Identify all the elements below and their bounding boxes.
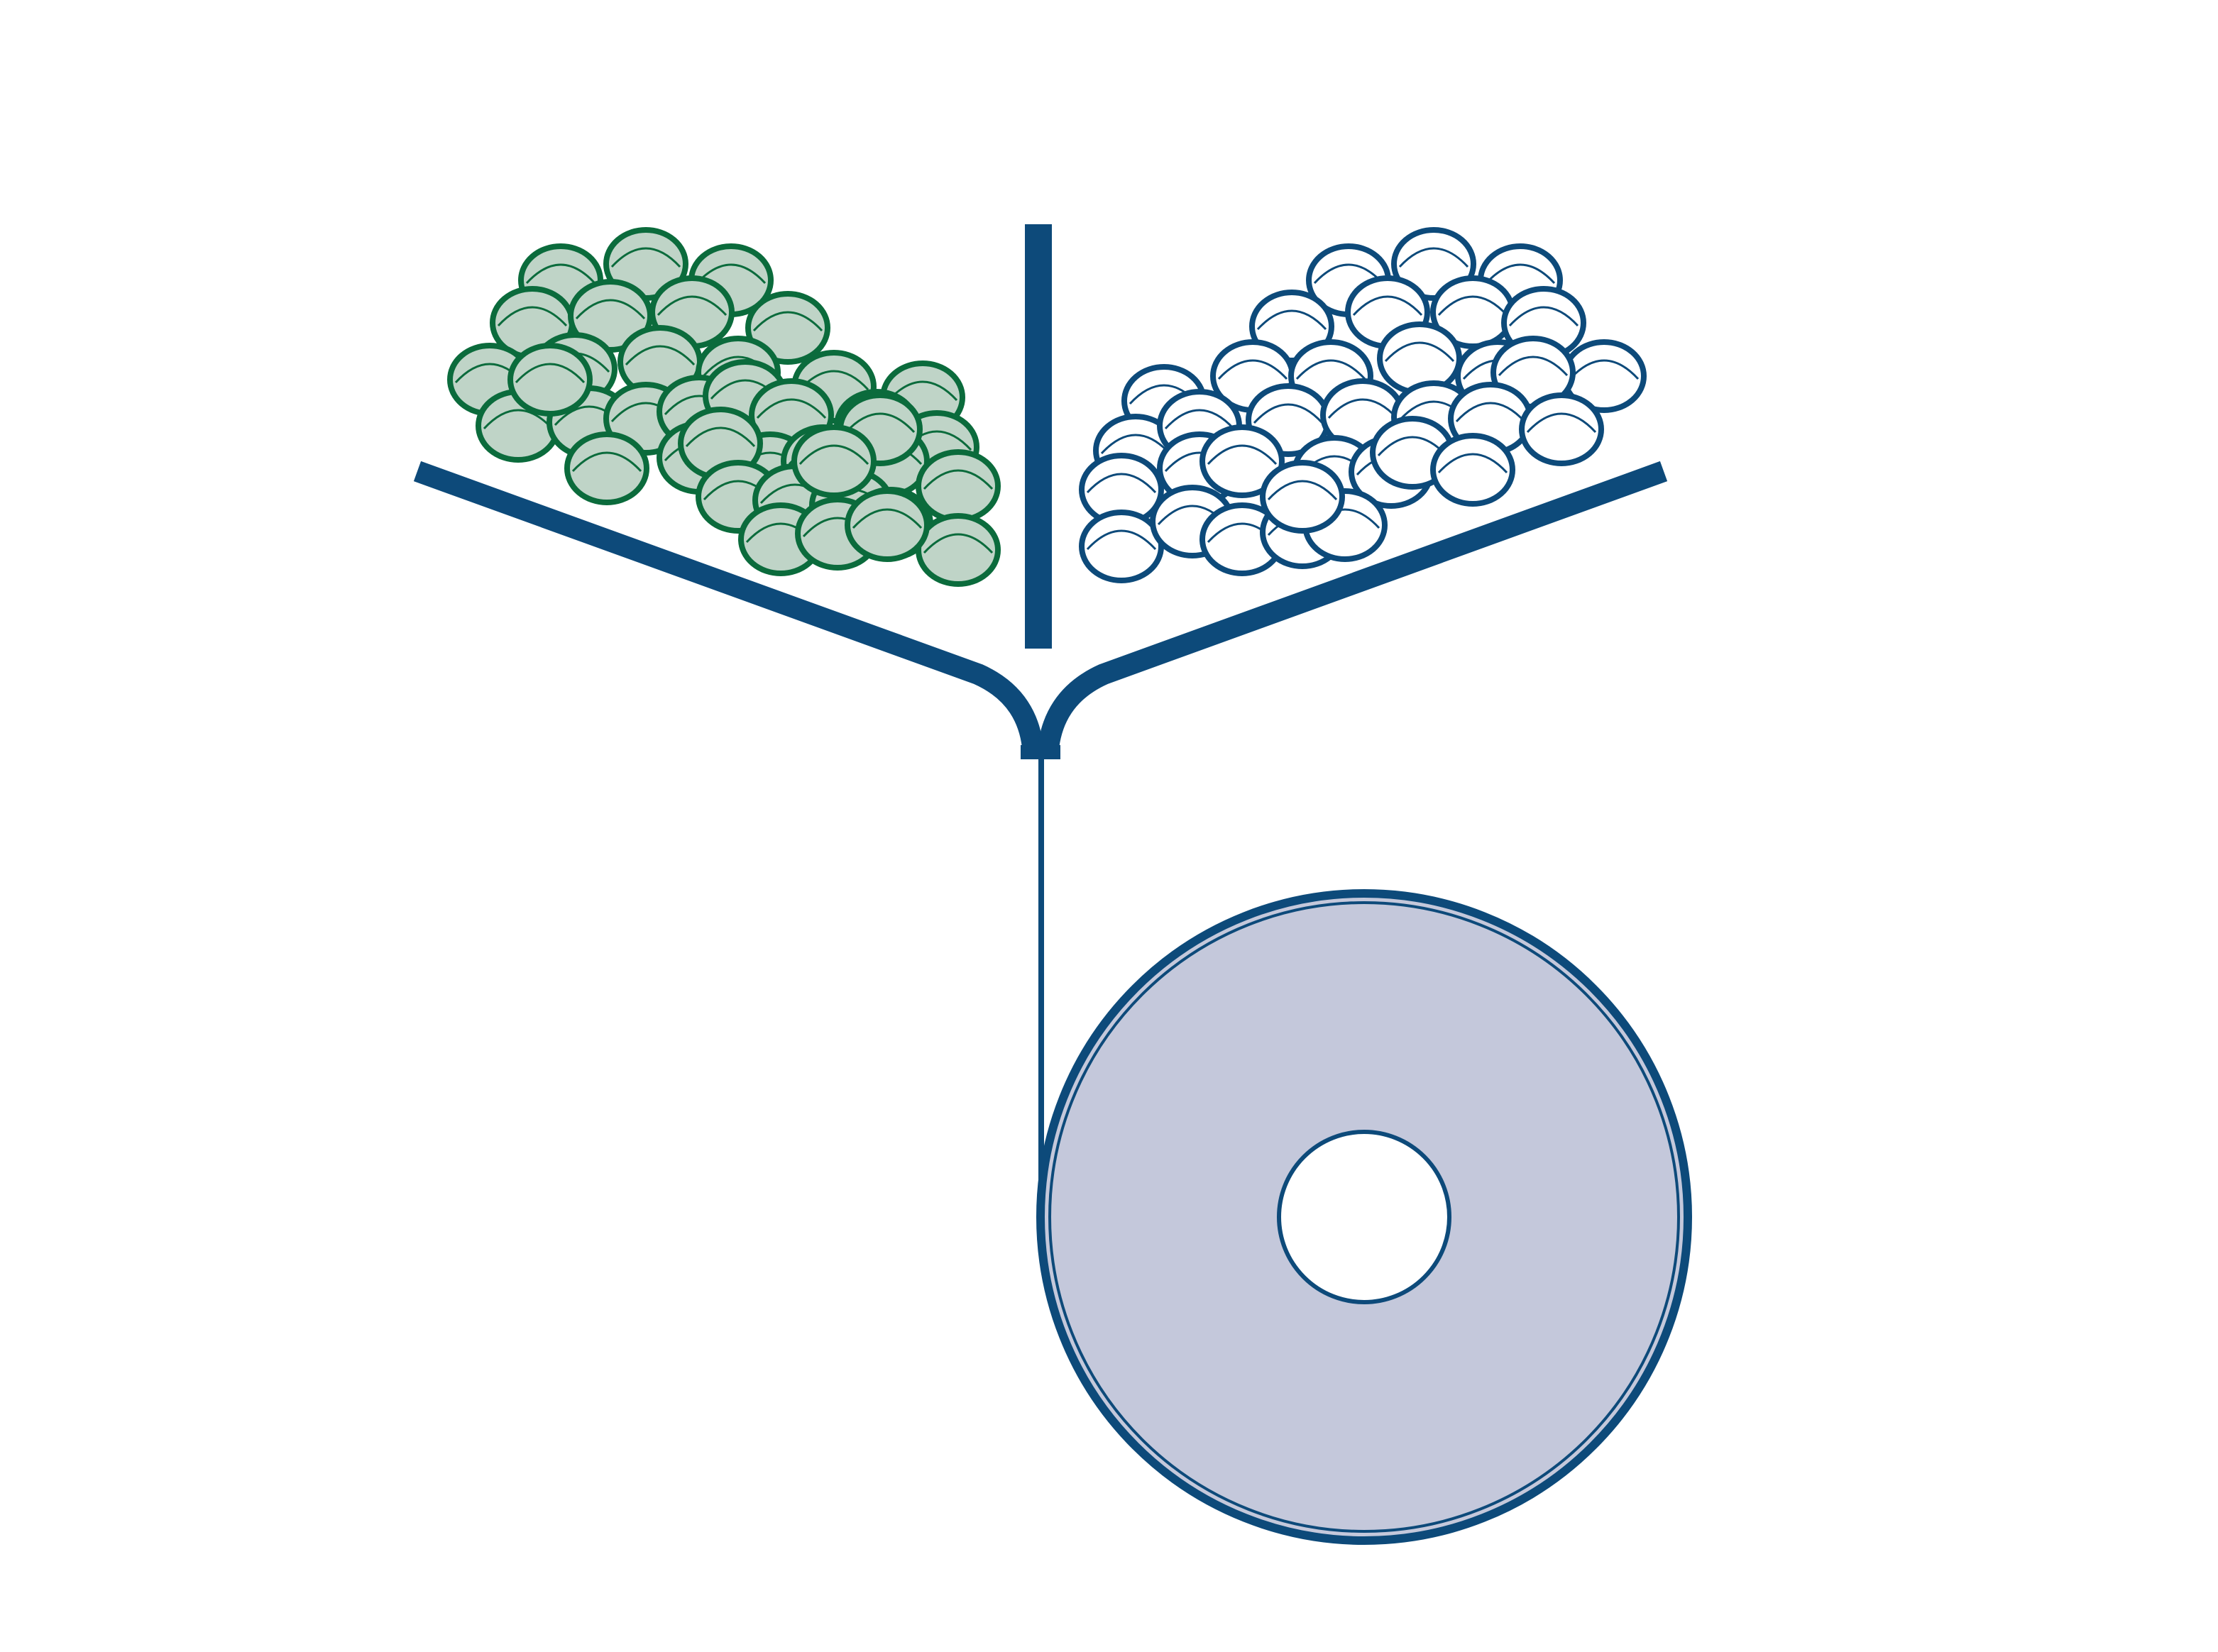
green-granule-highlight: [483, 409, 554, 430]
white-granule: [1519, 392, 1604, 466]
green-granule-body: [564, 431, 649, 505]
green-granule-body: [791, 424, 877, 498]
white-granule-highlight: [1295, 359, 1366, 380]
green-granule: [845, 488, 930, 562]
left-hopper-wall: [413, 461, 1044, 759]
green-granule-highlight: [525, 263, 596, 285]
white-granule-highlight: [1267, 480, 1338, 501]
green-granule-highlight: [625, 345, 696, 366]
green-granule-body: [745, 291, 830, 365]
white-granule-highlight: [1569, 359, 1640, 380]
green-granule-highlight: [798, 444, 869, 466]
green-granule: [507, 343, 593, 417]
white-granule-highlight: [1455, 402, 1526, 423]
green-granule: [791, 424, 877, 498]
green-granule-body: [507, 343, 593, 417]
white-granule-highlight: [1217, 359, 1288, 380]
hopper: [413, 224, 1668, 759]
white-granule-body: [1519, 392, 1604, 466]
white-granule-highlight: [1086, 529, 1157, 551]
green-granule: [916, 513, 1001, 587]
white-granule-highlight: [1384, 341, 1455, 363]
green-granule-highlight: [845, 412, 916, 434]
white-granule-body: [1079, 510, 1164, 583]
green-granule-highlight: [852, 508, 923, 529]
die-lip: [1021, 745, 1060, 759]
green-granule-cluster: [447, 227, 1001, 587]
white-granule-highlight: [1086, 473, 1157, 494]
green-granule: [916, 449, 1001, 523]
white-granule-highlight: [1313, 263, 1384, 285]
white-granule-body: [1199, 424, 1285, 498]
green-granule-body: [845, 488, 930, 562]
white-granule-highlight: [1398, 247, 1469, 268]
green-granule: [745, 291, 830, 365]
white-granule: [1079, 510, 1164, 583]
white-granule-highlight: [1100, 434, 1171, 455]
white-granule-highlight: [1352, 295, 1423, 316]
green-granule: [564, 431, 649, 505]
roll-assembly: [1036, 758, 1692, 1545]
white-granule-highlight: [1498, 356, 1569, 377]
green-granule-highlight: [685, 426, 756, 448]
white-granule-highlight: [1437, 295, 1508, 316]
white-granule: [1430, 433, 1515, 507]
green-granule-highlight: [497, 306, 568, 327]
green-granule-highlight: [575, 299, 646, 320]
white-granule: [1199, 424, 1285, 498]
white-granule-highlight: [1256, 309, 1327, 331]
white-granule: [1260, 460, 1345, 534]
white-granule-body: [1430, 433, 1515, 507]
green-granule-highlight: [756, 398, 827, 419]
white-granule-highlight: [1207, 444, 1278, 466]
white-granule-cluster: [1079, 227, 1647, 583]
green-granule-highlight: [610, 247, 681, 268]
white-granule-highlight: [1253, 403, 1324, 424]
green-granule-highlight: [923, 469, 994, 490]
roll-inner-ring: [1048, 901, 1680, 1533]
white-granule-highlight: [1437, 453, 1508, 474]
green-granule-highlight: [657, 295, 728, 316]
right-hopper-wall: [1037, 461, 1668, 759]
white-granule-highlight: [1327, 398, 1398, 419]
white-granule-highlight: [1164, 409, 1235, 430]
green-granule-highlight: [696, 263, 767, 285]
white-granule-highlight: [1508, 306, 1579, 327]
green-granule-highlight: [571, 451, 642, 473]
green-granule-highlight: [515, 363, 586, 384]
white-granule-body: [1260, 460, 1345, 534]
white-granule-highlight: [1526, 412, 1597, 434]
white-granule-highlight: [1485, 263, 1556, 285]
green-granule-body: [916, 513, 1001, 587]
green-granule-highlight: [923, 533, 994, 554]
roll-core-hole: [1277, 1130, 1451, 1304]
center-divider: [1025, 224, 1052, 649]
green-granule-highlight: [752, 311, 823, 332]
